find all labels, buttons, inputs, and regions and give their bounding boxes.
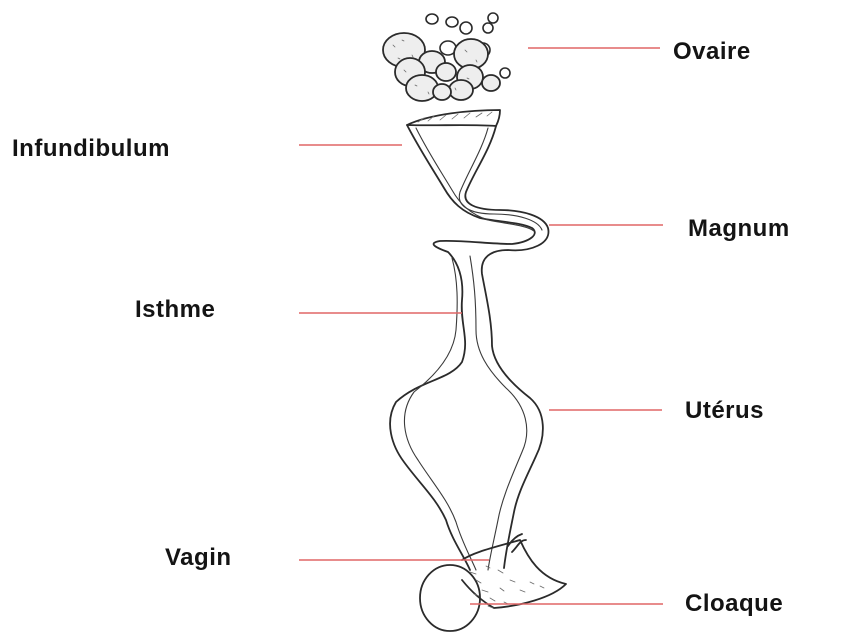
oviduct-drawing xyxy=(390,110,566,631)
label-isthme: Isthme xyxy=(135,298,215,322)
ovary-drawing xyxy=(383,13,510,101)
label-uterus: Utérus xyxy=(685,399,764,423)
label-infundibulum: Infundibulum xyxy=(12,137,170,161)
leader-lines xyxy=(299,48,663,604)
label-ovaire: Ovaire xyxy=(673,40,751,64)
label-magnum: Magnum xyxy=(688,217,790,241)
label-vagin: Vagin xyxy=(165,546,232,570)
label-cloaque: Cloaque xyxy=(685,592,783,616)
